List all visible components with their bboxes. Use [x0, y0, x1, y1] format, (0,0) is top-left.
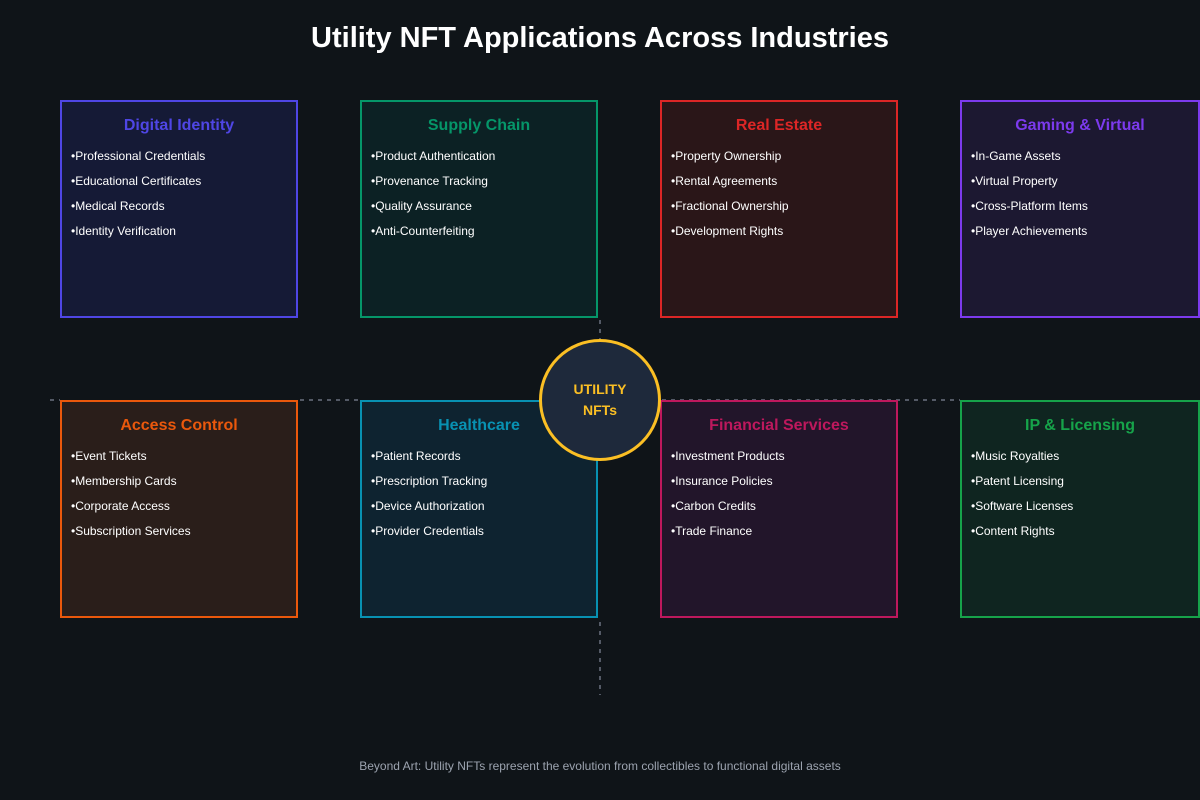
card-item: Player Achievements [971, 224, 1198, 238]
card-item: Provider Credentials [371, 524, 596, 538]
hub-label-line2: NFTs [583, 402, 617, 418]
card-item: Insurance Policies [671, 474, 896, 488]
card-item: Music Royalties [971, 449, 1198, 463]
card-item: Product Authentication [371, 149, 596, 163]
card-access-control: Access Control Event Tickets Membership … [60, 400, 298, 618]
card-ip-licensing: IP & Licensing Music Royalties Patent Li… [960, 400, 1200, 618]
card-item: Rental Agreements [671, 174, 896, 188]
card-item: Prescription Tracking [371, 474, 596, 488]
card-item: Membership Cards [71, 474, 296, 488]
card-title: Real Estate [735, 117, 823, 134]
card-item: Identity Verification [71, 224, 296, 238]
utility-nfts-hub: UTILITY NFTs [539, 339, 661, 461]
card-item: Patent Licensing [971, 474, 1198, 488]
card-item: Event Tickets [71, 449, 296, 463]
card-item: Content Rights [971, 524, 1198, 538]
card-item: Trade Finance [671, 524, 896, 538]
card-item: Medical Records [71, 199, 296, 213]
card-title: Gaming & Virtual [1015, 117, 1145, 134]
card-item: Fractional Ownership [671, 199, 896, 213]
card-title: IP & Licensing [1025, 417, 1135, 434]
card-item: Virtual Property [971, 174, 1198, 188]
diagram-title: Utility NFT Applications Across Industri… [311, 22, 889, 54]
card-healthcare: Healthcare Patient Records Prescription … [360, 400, 598, 618]
footer-caption: Beyond Art: Utility NFTs represent the e… [359, 759, 841, 773]
card-item: Quality Assurance [371, 199, 596, 213]
card-title: Digital Identity [123, 117, 235, 134]
card-title: Healthcare [438, 417, 520, 434]
card-item: Subscription Services [71, 524, 296, 538]
card-item: Cross-Platform Items [971, 199, 1198, 213]
card-supply-chain: Supply Chain Product Authentication Prov… [360, 100, 598, 318]
card-title: Access Control [120, 417, 238, 434]
card-gaming-virtual: Gaming & Virtual In-Game Assets Virtual … [960, 100, 1200, 318]
card-item: Corporate Access [71, 499, 296, 513]
card-digital-identity: Digital Identity Professional Credential… [60, 100, 298, 318]
card-item: Investment Products [671, 449, 896, 463]
card-item: Property Ownership [671, 149, 896, 163]
card-real-estate: Real Estate Property Ownership Rental Ag… [660, 100, 898, 318]
card-item: Patient Records [371, 449, 596, 463]
card-title: Supply Chain [427, 117, 531, 134]
card-item: Device Authorization [371, 499, 596, 513]
card-item: Carbon Credits [671, 499, 896, 513]
card-item: Anti-Counterfeiting [371, 224, 596, 238]
card-item: Provenance Tracking [371, 174, 596, 188]
card-item: Educational Certificates [71, 174, 296, 188]
card-item: Development Rights [671, 224, 896, 238]
hub-label-line1: UTILITY [573, 381, 627, 397]
card-item: Software Licenses [971, 499, 1198, 513]
card-item: Professional Credentials [71, 149, 296, 163]
card-item: In-Game Assets [971, 149, 1198, 163]
card-financial-services: Financial Services Investment Products I… [660, 400, 898, 618]
card-title: Financial Services [709, 417, 849, 434]
